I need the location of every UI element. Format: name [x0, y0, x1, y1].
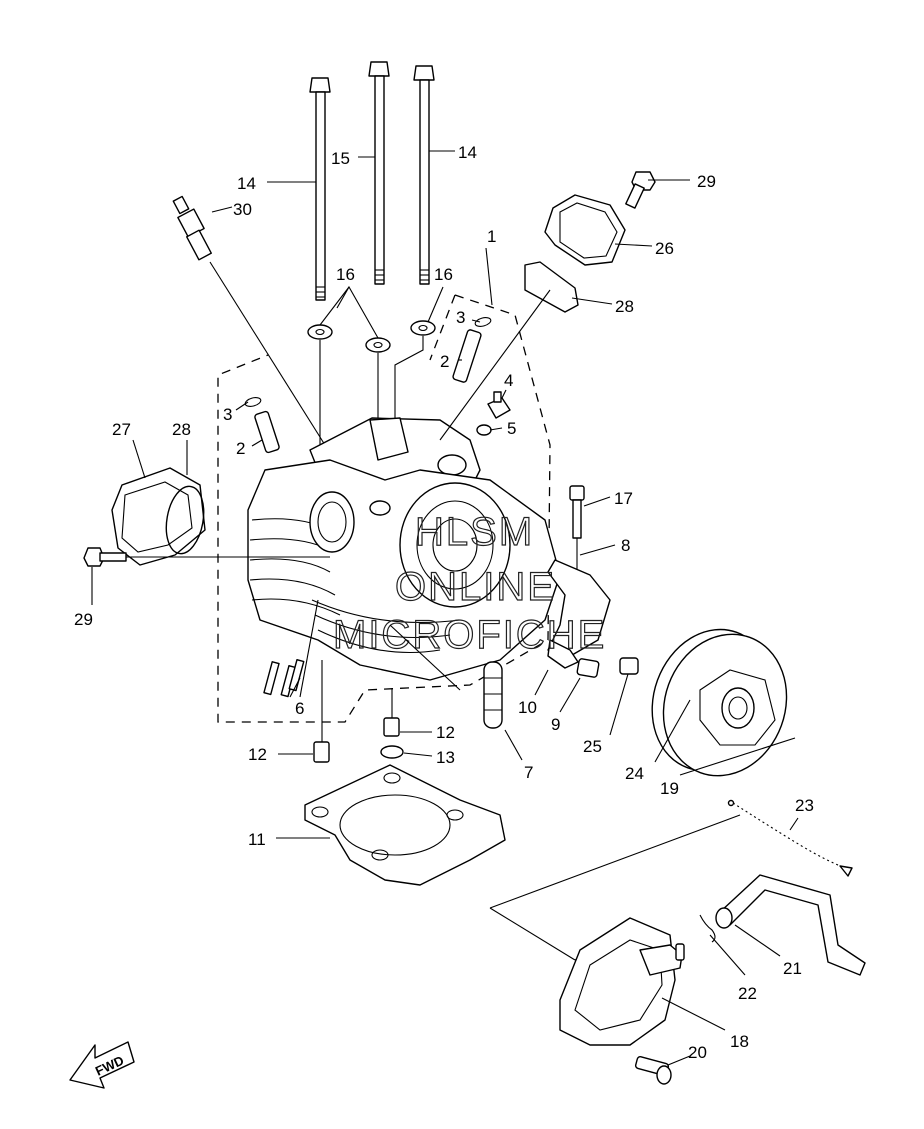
short-studs: [263, 659, 305, 698]
callout-21: 21: [783, 959, 802, 978]
bolt-right: [413, 65, 435, 285]
callout-28-left: 28: [172, 420, 191, 439]
callout-25: 25: [583, 737, 602, 756]
callout-12-left: 12: [248, 745, 267, 764]
assembly-boundary: [217, 294, 551, 723]
callout-12-right: 12: [436, 723, 455, 742]
callout-14-left: 14: [237, 174, 256, 193]
callout-leaders: [91, 150, 799, 1066]
callout-19: 19: [660, 779, 679, 798]
callout-7: 7: [524, 763, 533, 782]
callout-11: 11: [248, 830, 266, 849]
cylinder-head: [247, 417, 561, 681]
callout-4: 4: [504, 371, 513, 390]
callout-29-top: 29: [697, 172, 716, 191]
callout-24: 24: [625, 764, 644, 783]
callout-2-upper: 2: [440, 352, 449, 371]
bolt-middle: [368, 61, 390, 285]
cylinder-head-bolts: [309, 61, 435, 301]
callout-1: 1: [487, 227, 496, 246]
watermark-line-3: MICROFICHE: [333, 613, 606, 657]
callout-13: 13: [436, 748, 455, 767]
watermark-line-2: ONLINE: [395, 565, 556, 609]
callout-22: 22: [738, 984, 757, 1003]
tappet-cover-left: [83, 467, 330, 567]
callout-23: 23: [795, 796, 814, 815]
valve-guides: [244, 317, 492, 454]
dowels: [313, 660, 404, 763]
callout-3-lower: 3: [223, 405, 232, 424]
callout-9: 9: [551, 715, 560, 734]
callout-28-right: 28: [615, 297, 634, 316]
fwd-arrow-icon: FWD: [69, 1041, 135, 1089]
oil-plug: [476, 391, 511, 436]
callout-15: 15: [331, 149, 350, 168]
callout-8: 8: [621, 536, 630, 555]
callout-2-lower: 2: [236, 439, 245, 458]
callout-labels: 1 2 2 3 3 4 5 6 7 8 9 10 11 12 12 13 14 …: [74, 143, 814, 1062]
callout-26: 26: [655, 239, 674, 258]
callout-20: 20: [688, 1043, 707, 1062]
thermostat-cover-group: [489, 799, 866, 1085]
callout-5: 5: [507, 419, 516, 438]
valve-spring: [483, 661, 503, 729]
bolt-left: [309, 77, 331, 301]
cam-cap-top: [439, 171, 656, 441]
callout-27: 27: [112, 420, 131, 439]
callout-30: 30: [233, 200, 252, 219]
callout-6: 6: [295, 699, 304, 718]
callout-16-left: 16: [336, 265, 355, 284]
side-bolts: [569, 485, 585, 580]
callout-17: 17: [614, 489, 633, 508]
watermark-line-1: HLSM: [415, 510, 534, 554]
spark-plug: [172, 195, 326, 446]
callout-18: 18: [730, 1032, 749, 1051]
head-gasket: [304, 764, 506, 886]
callout-29-left: 29: [74, 610, 93, 629]
watermark: HLSM ONLINE MICROFICHE: [332, 509, 606, 657]
callout-3-upper: 3: [456, 308, 465, 327]
callout-16-right: 16: [434, 265, 453, 284]
callout-14-right: 14: [458, 143, 477, 162]
right-side-cover: [547, 628, 788, 777]
callout-10: 10: [518, 698, 537, 717]
